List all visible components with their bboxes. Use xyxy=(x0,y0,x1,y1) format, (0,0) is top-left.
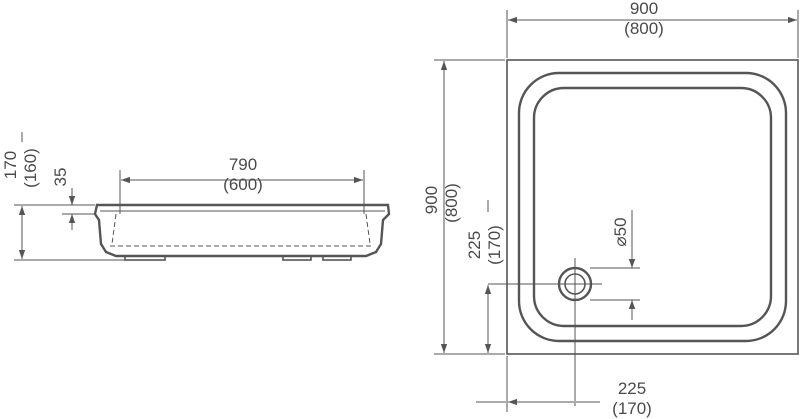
side-width-alt-label: (600) xyxy=(223,175,263,194)
top-height-alt-label: (800) xyxy=(442,183,461,223)
drain-x-label: 225 xyxy=(618,379,646,398)
drain-y-alt-label: (170) xyxy=(485,225,504,265)
tray-inner-wall-left xyxy=(111,213,117,245)
top-width-label: 900 xyxy=(630,0,658,18)
tray-profile xyxy=(93,203,391,258)
tray-outer-frame xyxy=(506,59,799,355)
side-height-label: 170 xyxy=(1,151,20,179)
top-view: 900 (800) 900 (800) ⌀50 225 (170) 225 (1… xyxy=(422,0,799,418)
tray-foot xyxy=(124,255,166,261)
side-height-alt-label: (160) xyxy=(21,148,40,188)
top-height-label: 900 xyxy=(422,186,441,214)
tray-rim-outer xyxy=(517,71,788,343)
side-width-label: 790 xyxy=(229,155,257,174)
drain-y-label: 225 xyxy=(465,231,484,259)
tray-foot xyxy=(282,255,312,261)
tray-foot xyxy=(322,255,352,261)
top-width-alt-label: (800) xyxy=(624,19,664,38)
tray-basin-inner xyxy=(532,86,773,328)
tray-inner-wall-right xyxy=(365,213,371,245)
drain-diameter-label: ⌀50 xyxy=(611,217,630,246)
side-view: 790 (600) 170 (160) 35 xyxy=(1,132,391,261)
drain-x-alt-label: (170) xyxy=(612,399,652,418)
side-depth-label: 35 xyxy=(51,168,70,187)
